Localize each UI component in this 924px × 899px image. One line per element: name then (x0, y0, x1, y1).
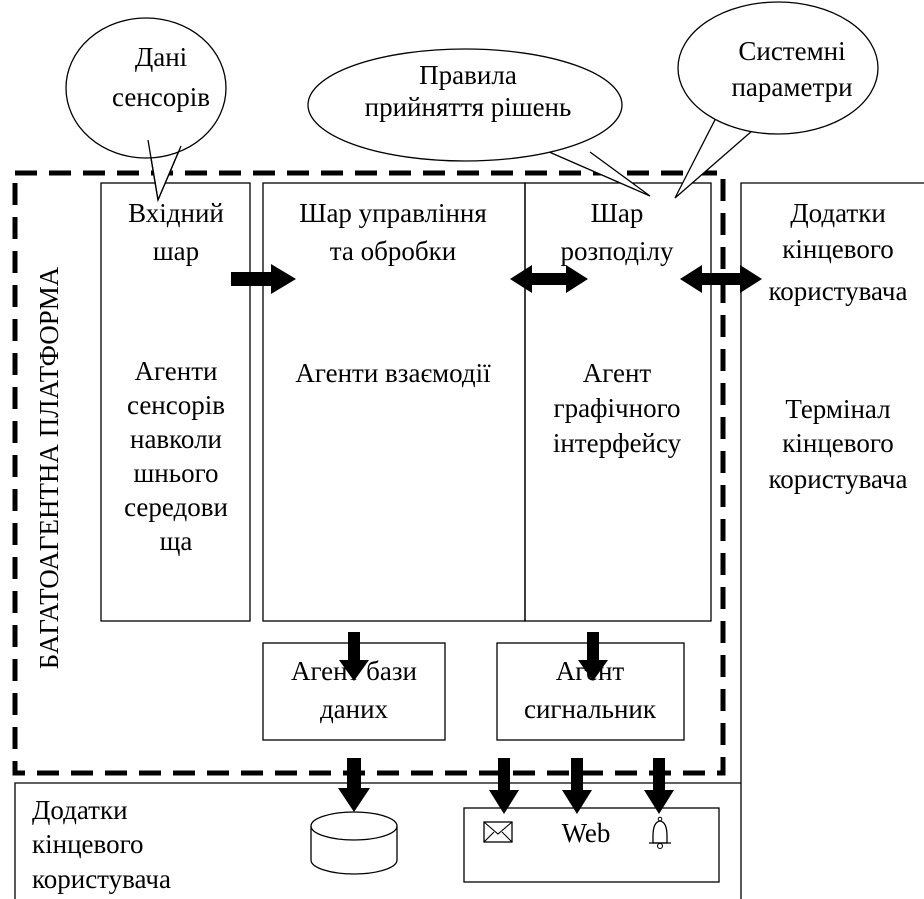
terminal-label-line-2: кінцевого (782, 428, 893, 458)
input-layer-title-line-2: шар (153, 236, 199, 266)
input-layer: Вхідний шар Агенти сенсорів навколи шньо… (100, 182, 251, 622)
distribution-layer-title-line-1: Шар (591, 198, 644, 228)
control-layer-agents: Агенти взаємодії (295, 358, 491, 388)
right-panel-title-line-3: користувача (769, 276, 908, 306)
input-layer-agents-line-4: шнього (134, 458, 219, 488)
alarm-agent-label-line-2: сигнальник (524, 694, 657, 724)
mail-icon (483, 821, 513, 843)
bubble-sensor-data-line-2: сенсорів (112, 82, 210, 112)
database-cylinder-top (310, 811, 398, 841)
bubble-sensor-data-body (65, 17, 227, 159)
bubble-system-params-line-2: параметри (731, 72, 852, 102)
db-agent-label-line-2: даних (320, 694, 389, 724)
bubble-system-params-line-1: Системні (738, 36, 845, 66)
input-layer-agents-line-1: Агенти (135, 356, 218, 386)
output-channels-box (463, 807, 720, 883)
bottom-panel-title-line-2: кінцевого (32, 829, 143, 859)
platform-label: БАГАТОАГЕНТНА ПЛАТФОРМА (34, 266, 64, 669)
input-layer-agents-line-5: середови (124, 492, 228, 522)
bottom-end-user-panel: Додатки кінцевого користувача (14, 782, 741, 899)
bubble-decision-rules: Правила прийняття рішень (307, 48, 651, 197)
terminal-label-line-3: користувача (769, 464, 908, 494)
right-panel-title-line-2: кінцевого (782, 234, 893, 264)
bubble-system-params-tail (674, 109, 761, 199)
arrow-distribution-enduser-double (680, 265, 762, 293)
terminal-label-line-1: Термінал (785, 394, 890, 424)
arrow-distribution-to-alarm-agent (578, 632, 608, 681)
bottom-panel-title-line-3: користувача (32, 864, 171, 894)
web-label: Web (562, 818, 611, 848)
distribution-layer-agents-line-1: Агент (583, 358, 652, 388)
output-channels: Web (463, 807, 720, 883)
input-layer-box (100, 182, 251, 622)
distribution-layer-box (524, 182, 712, 622)
input-layer-agents-line-3: навколи (130, 424, 222, 454)
right-panel-border (740, 182, 924, 899)
right-end-user-panel: Додатки кінцевого користувача Термінал к… (740, 182, 924, 899)
arrow-to-database (338, 758, 370, 812)
bubble-decision-rules-body (307, 48, 623, 162)
arrow-to-web (562, 758, 592, 814)
control-layer-title-line-1: Шар управління (299, 198, 487, 228)
distribution-layer-agents-line-2: графічного (554, 393, 681, 423)
right-panel-title-line-1: Додатки (790, 198, 886, 228)
arrow-input-to-control (231, 264, 296, 294)
bubble-sensor-data: Дані сенсорів (65, 17, 227, 203)
db-agent: Агент бази даних (262, 642, 446, 741)
arrow-to-mail (489, 758, 519, 814)
bubble-decision-rules-line-1: Правила (419, 60, 517, 90)
control-layer-title-line-2: та обробки (330, 236, 456, 266)
bell-icon (649, 816, 671, 850)
control-layer: Шар управління та обробки Агенти взаємод… (262, 182, 526, 622)
bubble-decision-rules-line-2: прийняття рішень (365, 92, 572, 122)
platform-dashed-border (12, 170, 726, 776)
input-layer-agents-line-2: сенсорів (127, 390, 225, 420)
bubble-system-params-body (677, 1, 879, 135)
arrow-to-bell (644, 758, 674, 814)
arrow-control-distribution-double (510, 265, 588, 293)
bubble-decision-rules-tail (539, 147, 651, 197)
distribution-layer-agents-line-3: інтерфейсу (553, 428, 682, 458)
input-layer-agents-line-6: ща (160, 526, 193, 556)
distribution-layer: Шар розподілу Агент графічного інтерфейс… (524, 182, 712, 622)
database-icon (310, 811, 398, 875)
bubble-sensor-data-line-1: Дані (135, 42, 187, 72)
bubble-system-params: Системні параметри (674, 1, 879, 199)
arrow-control-to-db-agent (339, 632, 369, 681)
input-layer-title-line-1: Вхідний (128, 198, 224, 228)
distribution-layer-title-line-2: розподілу (560, 236, 674, 266)
bottom-panel-title-line-1: Додатки (32, 795, 128, 825)
